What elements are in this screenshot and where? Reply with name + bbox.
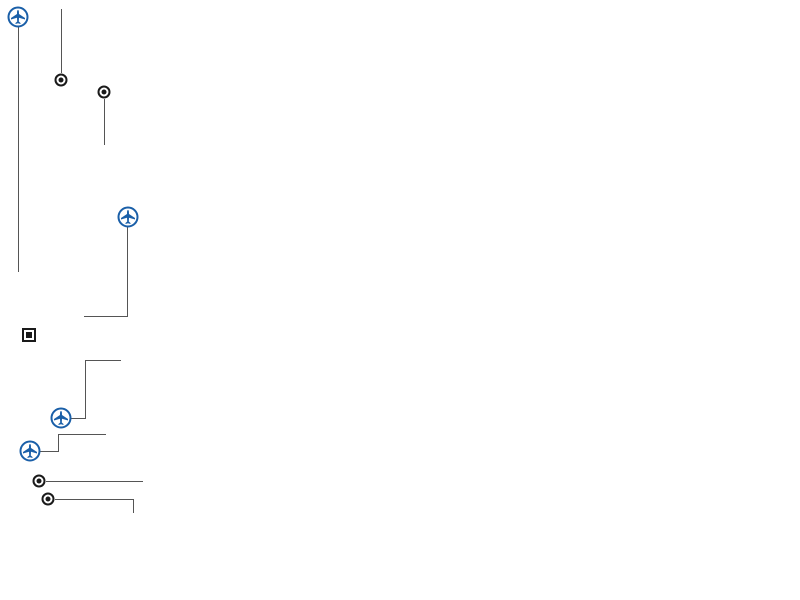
point-marker-icon[interactable]	[97, 85, 111, 99]
square-marker-icon[interactable]	[22, 328, 36, 342]
point-marker-icon[interactable]	[54, 73, 68, 87]
point-marker-icon[interactable]	[41, 492, 55, 506]
leader-lines	[18, 9, 143, 513]
airport-icon[interactable]	[19, 440, 41, 462]
airport-icon[interactable]	[117, 206, 139, 228]
airport-icon[interactable]	[7, 6, 29, 28]
airport-icon[interactable]	[50, 407, 72, 429]
point-marker-icon[interactable]	[32, 474, 46, 488]
